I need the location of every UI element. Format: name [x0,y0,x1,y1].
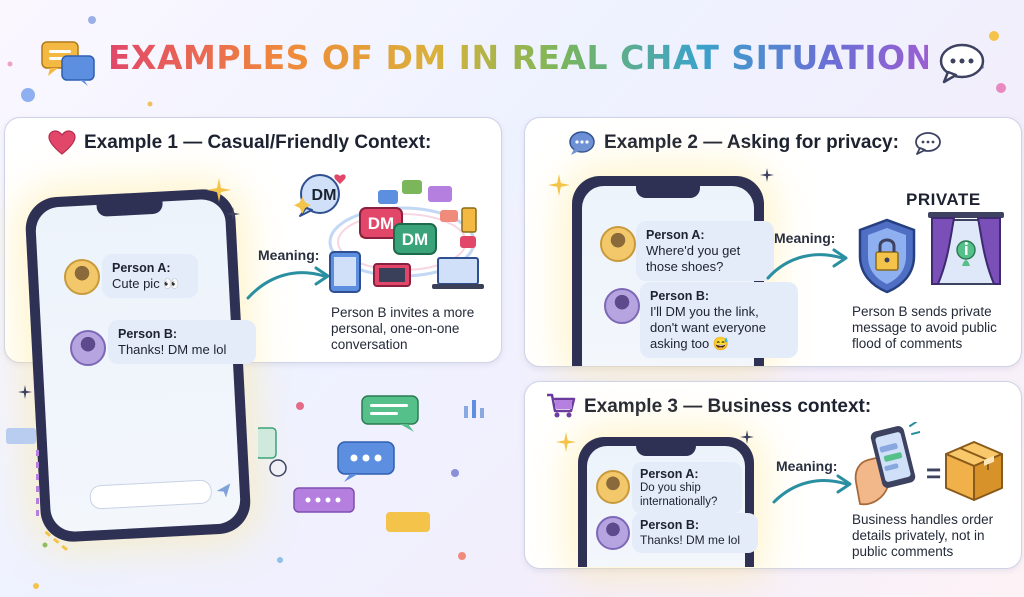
sparkle-icon [18,385,32,399]
sparkle-icon [556,432,576,452]
chat-bubbles-icon [41,41,95,86]
example-1-description: Person B invites a more personal, one-on… [331,305,475,352]
person-a-text: Do you ship internationally? [640,482,718,508]
example-1-title: Example 1 — Casual/Friendly Context: [84,132,432,153]
example-3-description: Business handles order details privately… [852,512,994,559]
person-b-avatar [70,330,106,366]
person-b-label: Person B: [118,327,178,341]
hand-phone-icon [854,422,920,506]
heart-icon [48,130,76,155]
person-a-text: Where'd you get those shoes? [646,243,741,274]
person-b-text: I'll DM you the link, don't want everyon… [650,304,766,351]
person-a-label: Person A: [640,467,699,481]
person-a-message: Person A: Cute pic 👀 [102,254,198,298]
person-a-text: Cute pic 👀 [112,276,180,291]
sparkle-icon [760,168,774,182]
arrow-icon [772,474,852,504]
person-b-message: Person B: Thanks! DM me lol [632,513,758,553]
person-a-message: Person A: Where'd you get those shoes? [636,221,774,281]
person-b-avatar [596,516,630,550]
example-1-phone [24,187,252,544]
speech-bubble-icon [915,132,941,155]
person-a-avatar [600,226,636,262]
person-a-label: Person A: [112,261,171,275]
arrow-icon [246,266,330,300]
floating-chat-bubbles [258,395,430,532]
decor-chip [6,428,36,444]
equals-sign: = [926,458,942,488]
example-2-title: Example 2 — Asking for privacy: [604,132,899,153]
sparkle-icon [226,207,240,221]
arrow-icon [766,248,848,280]
sparkle-icon [548,174,570,196]
page-title: EXAMPLES OF DM IN REAL CHAT SITUATIONS [108,38,957,86]
sparkle-icon [740,430,754,444]
example-3-title: Example 3 — Business context: [584,396,872,417]
curtain-window-icon [928,212,1004,285]
person-b-label: Person B: [650,289,710,303]
person-b-message: Person B: I'll DM you the link, don't wa… [640,282,798,358]
person-a-label: Person A: [646,228,705,242]
speech-bubble-icon [939,43,985,84]
person-a-avatar [596,470,630,504]
private-label: PRIVATE [906,190,981,209]
meaning-label: Meaning: [776,458,838,474]
phone-notch [636,184,700,198]
chat-bubble-icon [569,131,595,155]
dm-devices-illustration [294,174,484,293]
person-b-avatar [604,288,640,324]
sparkle-icon [207,178,231,202]
person-b-text: Thanks! DM me lol [118,342,227,357]
person-b-message: Person B: Thanks! DM me lol [108,320,256,364]
person-a-message: Person A: Do you ship internationally? [632,462,742,514]
bar-chart-icon [464,400,484,418]
shield-lock-icon [858,218,916,294]
example-2-description: Person B sends private message to avoid … [852,304,997,351]
meaning-label: Meaning: [258,247,320,263]
phone-notch [636,444,696,456]
decor-dashes [36,450,39,520]
person-a-avatar [64,259,100,295]
dm-badge: DM [367,214,395,233]
person-b-text: Thanks! DM me lol [640,533,741,547]
dm-badge: DM [311,187,337,204]
send-icon[interactable] [215,482,232,499]
meaning-label: Meaning: [774,230,836,246]
shopping-cart-icon [547,393,576,418]
person-b-label: Person B: [640,518,700,532]
dm-badge: DM [401,230,429,249]
package-box-icon [945,441,1003,501]
